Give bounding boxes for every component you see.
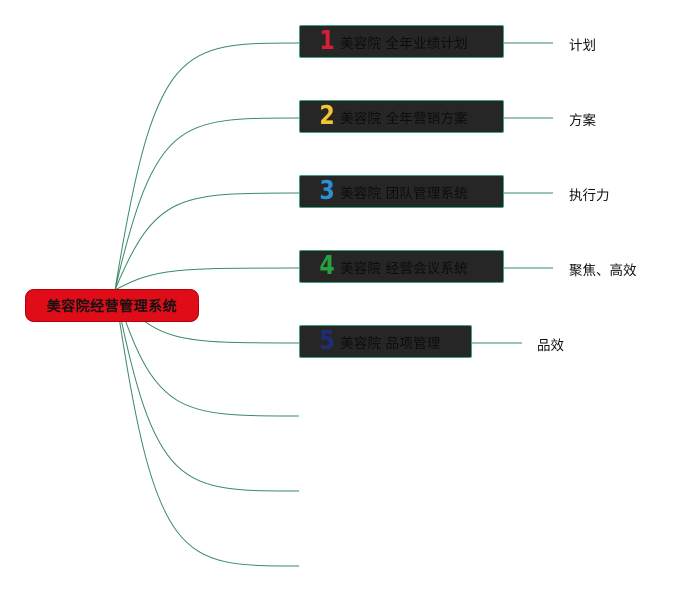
root-node[interactable]: 美容院经营管理系统 (25, 289, 199, 322)
topic-number-2: 2 (319, 101, 335, 131)
empty-branch-connector-8 (114, 289, 300, 567)
leaf-1[interactable]: 计划 (569, 38, 596, 54)
root-label: 美容院经营管理系统 (46, 298, 178, 315)
branch-connector-1 (114, 42, 300, 291)
leaf-3[interactable]: 执行力 (569, 188, 610, 204)
topic-label-4: 美容院 经营会议系统 (340, 260, 468, 277)
topic-label-2: 美容院 全年营销方案 (340, 110, 468, 127)
topic-5[interactable]: 5 美容院 品项管理 (299, 325, 472, 358)
topic-number-3: 3 (319, 176, 335, 206)
leaf-4[interactable]: 聚焦、高效 (569, 263, 637, 279)
empty-branch-connector-6 (114, 289, 300, 417)
topic-1[interactable]: 1 美容院 全年业绩计划 (299, 25, 504, 58)
leaf-5[interactable]: 品效 (537, 338, 564, 354)
empty-branch-connector-7 (114, 289, 300, 492)
topic-label-3: 美容院 团队管理系统 (340, 185, 468, 202)
leaf-2[interactable]: 方案 (569, 113, 596, 129)
topic-number-4: 4 (319, 251, 335, 281)
topic-3[interactable]: 3 美容院 团队管理系统 (299, 175, 504, 208)
topic-label-1: 美容院 全年业绩计划 (340, 35, 468, 52)
topic-2[interactable]: 2 美容院 全年营销方案 (299, 100, 504, 133)
topic-label-5: 美容院 品项管理 (340, 335, 441, 352)
branch-connector-3 (114, 192, 300, 291)
topic-number-5: 5 (319, 326, 335, 356)
branch-connector-4 (114, 267, 300, 291)
branch-connector-2 (114, 117, 300, 291)
topic-4[interactable]: 4 美容院 经营会议系统 (299, 250, 504, 283)
topic-number-1: 1 (319, 26, 335, 56)
